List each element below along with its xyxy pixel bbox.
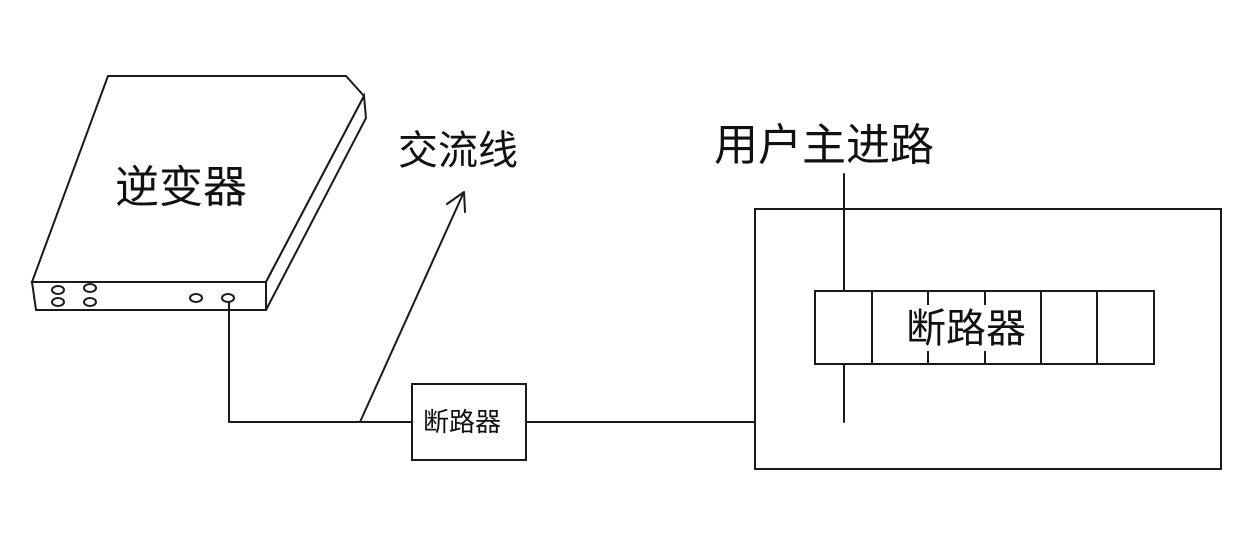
port-icon xyxy=(189,293,203,303)
small-breaker: 断路器 xyxy=(411,383,527,461)
port-icon xyxy=(83,283,97,293)
main-line-label: 用户主进路 xyxy=(714,120,934,171)
port-icon xyxy=(83,297,97,307)
port-icon xyxy=(51,285,65,295)
inverter-device: 逆变器 xyxy=(30,75,368,311)
arrow-head-icon xyxy=(446,191,466,213)
port-icon xyxy=(221,293,235,303)
ac-line-label: 交流线 xyxy=(398,128,518,174)
panel-breaker-label: 断路器 xyxy=(906,306,1026,352)
inverter-side-face xyxy=(265,92,368,311)
breaker-label-bg xyxy=(874,305,1026,351)
small-breaker-box xyxy=(411,383,527,461)
breaker-module xyxy=(814,290,873,365)
small-breaker-label: 断路器 xyxy=(423,408,501,438)
inverter-ports xyxy=(51,283,235,307)
ac-wire xyxy=(228,301,413,423)
ac-line-pointer xyxy=(359,191,466,423)
breaker-module xyxy=(1040,290,1098,365)
breaker-module xyxy=(1096,290,1155,365)
user-main-panel: 断路器 xyxy=(754,208,1222,470)
pointer-line xyxy=(359,193,464,423)
inverter-label: 逆变器 xyxy=(115,162,247,213)
port-icon xyxy=(51,297,65,307)
